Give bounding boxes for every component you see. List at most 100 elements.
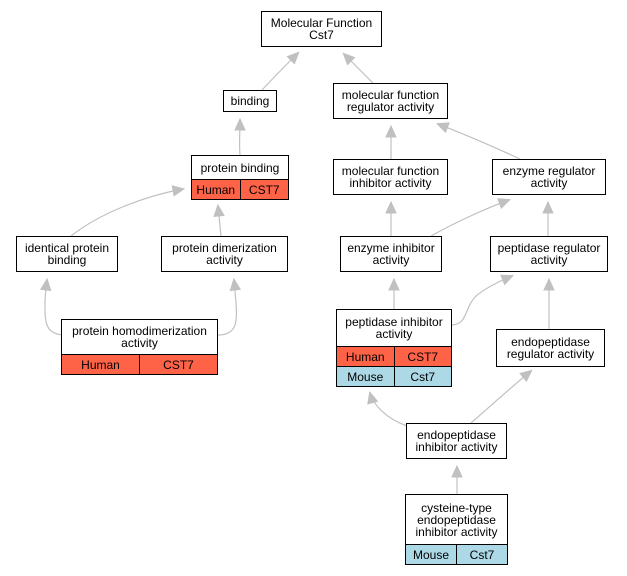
- edge-arrowhead: [234, 117, 246, 131]
- node-label-line: endopeptidase: [417, 428, 496, 442]
- annotation-row-human: Human CST7: [337, 346, 451, 366]
- edge-peptidase-inhibitor-to-peptidase-regulator: [451, 275, 513, 326]
- gene-cell: CST7: [139, 355, 217, 374]
- species-cell: Mouse: [412, 547, 450, 562]
- node-label-line: peptidase regulator: [497, 241, 601, 255]
- node-label-line: enzyme regulator: [502, 164, 596, 178]
- edge-arrowhead: [388, 277, 400, 291]
- node-label-line: inhibitor activity: [415, 440, 498, 454]
- edge-arrowhead: [519, 369, 533, 383]
- node-label-line: Cst7: [309, 28, 334, 42]
- node-label-line: regulator activity: [346, 100, 435, 114]
- node-label-line: Molecular Function: [270, 16, 373, 30]
- node-label-line: regulator activity: [506, 347, 595, 361]
- gene-cell: Cst7: [456, 545, 507, 564]
- edge-arrowhead: [500, 274, 515, 286]
- node-label-line: activity: [372, 253, 410, 267]
- node-label-line: activity: [530, 253, 568, 267]
- edge-arrowhead: [367, 390, 379, 405]
- node-label-line: molecular function: [341, 88, 440, 102]
- species-cell: Human: [196, 182, 236, 197]
- node-label-line: protein dimerization: [172, 241, 277, 255]
- node-label-line: endopeptidase: [511, 335, 590, 349]
- edge-arrowhead: [385, 124, 397, 138]
- edge-arrowhead: [543, 277, 555, 291]
- node-binding: binding: [223, 90, 277, 112]
- edge-arrowhead: [497, 198, 512, 210]
- node-label-line: inhibitor activity: [415, 524, 498, 539]
- node-label-line: endopeptidase: [417, 512, 496, 527]
- edge-arrowhead: [171, 185, 186, 197]
- edge-arrowhead: [286, 51, 300, 65]
- species-cell: Mouse: [347, 369, 384, 384]
- species-cell: Human: [345, 349, 385, 364]
- node-label-line: protein binding: [200, 160, 280, 175]
- gene-cell: Cst7: [393, 367, 452, 386]
- node-label-line: enzyme inhibitor: [347, 241, 435, 255]
- edge-protein-homodimerization-to-protein-dimerization: [217, 279, 238, 336]
- node-label-line: protein homodimerization: [72, 324, 207, 338]
- gene-cell: CST7: [239, 180, 289, 199]
- node-label-line: inhibitor activity: [349, 176, 432, 190]
- annotation-row-mouse: Mouse Cst7: [406, 544, 507, 564]
- edge-mf-regulator-to-mf-root: [343, 53, 374, 84]
- edge-arrowhead: [542, 200, 554, 214]
- edge-enzyme-regulator-to-mf-regulator: [437, 123, 521, 160]
- node-label-line: peptidase inhibitor: [345, 315, 443, 329]
- node-label-line: molecular function: [341, 164, 440, 178]
- node-label-line: activity: [530, 176, 568, 190]
- edge-arrowhead: [435, 122, 450, 134]
- edge-arrowhead: [39, 277, 52, 292]
- edge-endopeptidase-inhibitor-to-endopeptidase-regulator: [470, 370, 532, 424]
- node-label-line: identical protein: [24, 241, 110, 255]
- edge-identical-protein-binding-to-protein-binding: [70, 188, 184, 237]
- annotation-row-mouse: Mouse Cst7: [337, 366, 451, 386]
- node-label: binding: [224, 91, 276, 111]
- node-label-line: binding: [230, 94, 270, 108]
- node-label-line: binding: [47, 253, 87, 267]
- node-label-line: cysteine-type: [421, 500, 492, 515]
- edge-endopeptidase-inhibitor-to-peptidase-inhibitor: [369, 392, 408, 427]
- gene-cell: CST7: [393, 347, 452, 366]
- edge-enzyme-inhibitor-to-enzyme-regulator: [430, 199, 510, 237]
- node-label-line: activity: [206, 253, 243, 267]
- edge-arrowhead: [229, 277, 242, 292]
- node-label: protein binding: [192, 156, 288, 179]
- edge-arrowhead: [213, 203, 225, 218]
- edge-binding-to-mf-root: [261, 52, 299, 91]
- node-label-line: activity: [375, 327, 413, 341]
- edge-arrowhead: [451, 464, 463, 478]
- edge-protein-dimerization-to-protein-binding: [217, 205, 222, 237]
- edge-arrowhead: [342, 52, 356, 66]
